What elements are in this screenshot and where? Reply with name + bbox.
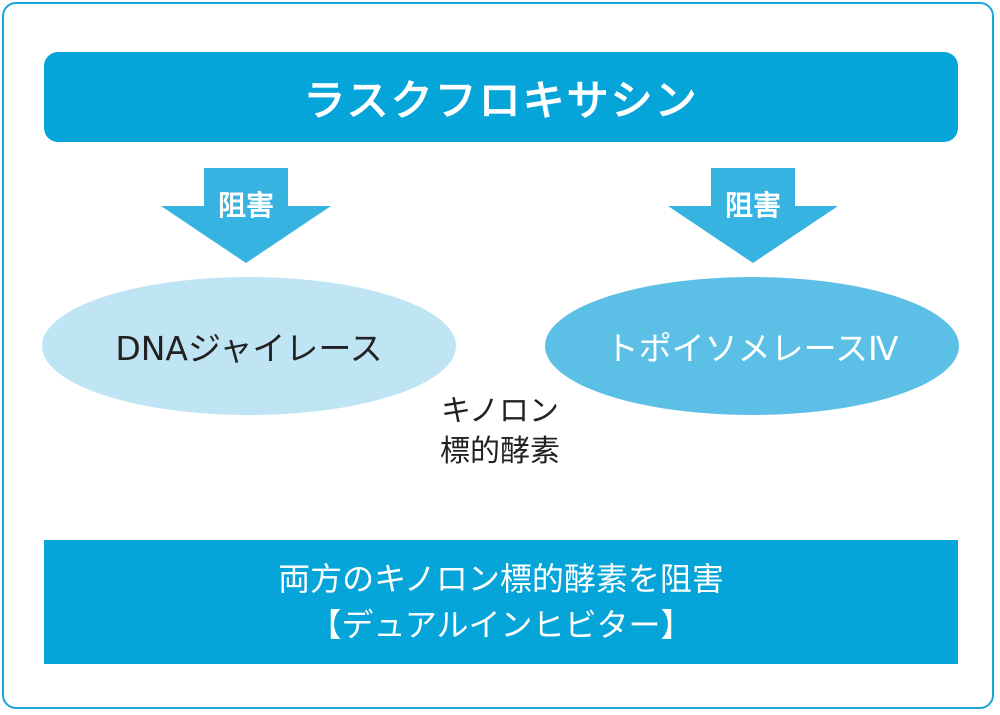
inhibit-arrow-right: 阻害 bbox=[668, 168, 838, 263]
enzyme-topoisomerase-iv: トポイソメレースⅣ bbox=[545, 277, 959, 415]
down-arrow-icon bbox=[161, 168, 331, 263]
drug-title-banner: ラスクフロキサシン bbox=[44, 52, 958, 142]
center-label-line1: キノロン bbox=[441, 394, 559, 429]
inhibit-arrow-left: 阻害 bbox=[161, 168, 331, 263]
summary-line2: 【デュアルインヒビター】 bbox=[309, 606, 693, 644]
drug-title: ラスクフロキサシン bbox=[303, 75, 699, 125]
enzyme-label-right: トポイソメレースⅣ bbox=[605, 329, 899, 368]
center-label-line2: 標的酵素 bbox=[440, 434, 560, 469]
down-arrow-icon bbox=[668, 168, 838, 263]
quinolone-target-label: キノロン 標的酵素 bbox=[400, 392, 600, 472]
summary-banner: 両方のキノロン標的酵素を阻害 【デュアルインヒビター】 bbox=[44, 540, 958, 664]
inhibit-label-left: 阻害 bbox=[217, 189, 274, 222]
enzyme-dna-gyrase: DNAジャイレース bbox=[42, 277, 456, 415]
inhibit-label-right: 阻害 bbox=[724, 189, 781, 222]
enzyme-label-left: DNAジャイレース bbox=[115, 329, 383, 368]
summary-line1: 両方のキノロン標的酵素を阻害 bbox=[278, 560, 724, 598]
